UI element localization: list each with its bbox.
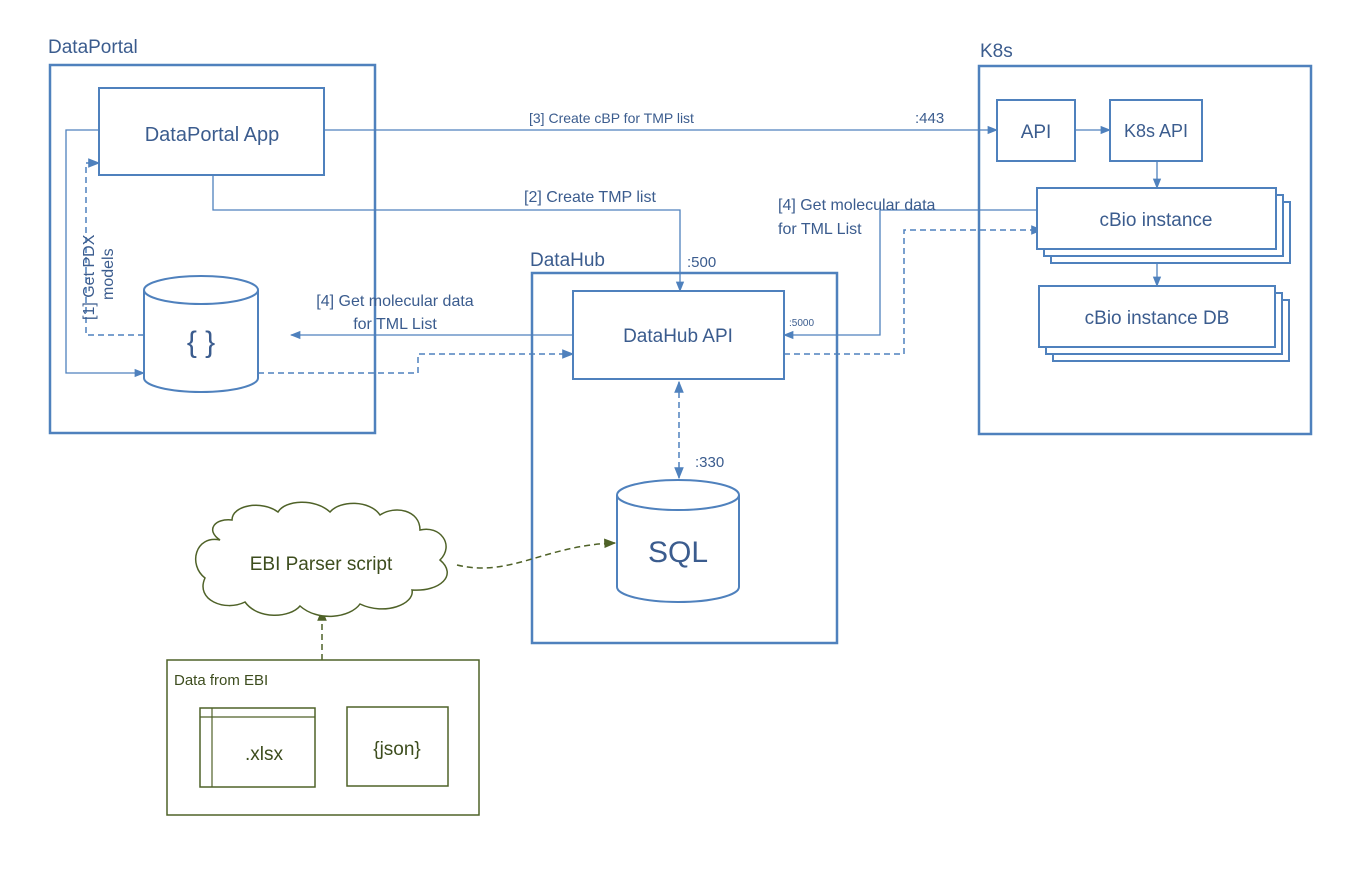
dataportal-group-label: DataPortal — [48, 37, 138, 58]
cbio-instance-db-label: cBio instance DB — [1085, 308, 1230, 329]
ebi-parser-cloud: EBI Parser script — [195, 501, 448, 618]
get-molecular-left-label-line1: [4] Get molecular data — [316, 293, 474, 310]
cbio-instance-stack: cBio instance — [1036, 187, 1291, 264]
get-pdx-label: [1] Get PDX models — [81, 234, 117, 320]
get-molecular-left-label-line2: for TML List — [353, 316, 437, 333]
get-molecular-right-response-connector — [784, 225, 1044, 355]
cbio-instance-label: cBio instance — [1099, 210, 1212, 231]
create-tmp-label: [2] Create TMP list — [524, 189, 656, 206]
k8s-api-box: K8s API — [1109, 99, 1203, 162]
json-file-icon: {json} — [346, 706, 449, 787]
get-pdx-request-connector — [65, 129, 146, 378]
port-5000-label: :5000 — [789, 318, 814, 329]
ebi-parser-label: EBI Parser script — [250, 554, 393, 575]
xlsx-label: .xlsx — [245, 744, 284, 765]
api-label: API — [1021, 122, 1052, 143]
k8s-group-label: K8s — [980, 41, 1013, 62]
xlsx-file-icon: .xlsx — [199, 707, 316, 788]
port-443-label: :443 — [915, 110, 944, 127]
get-molecular-right-request-connector — [782, 209, 1037, 340]
get-pdx-label-line1: [1] Get PDX — [81, 234, 98, 320]
sql-database-cylinder: SQL — [616, 479, 740, 603]
api-box: API — [996, 99, 1076, 162]
create-tmp-connector — [212, 175, 685, 293]
datahub-api-label: DataHub API — [623, 326, 733, 347]
port-500-label: :500 — [687, 254, 716, 271]
datahub-group-label: DataHub — [530, 250, 605, 271]
cbio-instance-db-stack: cBio instance DB — [1038, 285, 1290, 362]
datahub-api-box: DataHub API — [572, 290, 785, 380]
k8s-api-label: K8s API — [1124, 121, 1188, 141]
dataportal-app-label: DataPortal App — [145, 124, 280, 146]
get-molecular-right-label-line2: for TML List — [778, 221, 862, 238]
port-330-label: :330 — [695, 454, 724, 471]
get-molecular-right-label-line1: [4] Get molecular data — [778, 197, 936, 214]
dataportal-app-box: DataPortal App — [98, 87, 325, 176]
json-file-label: {json} — [373, 739, 421, 760]
get-pdx-response-connector — [85, 158, 144, 336]
json-store-cylinder: { } — [143, 275, 259, 393]
get-pdx-label-line2: models — [100, 248, 117, 300]
ebi-parser-to-sql-connector — [456, 538, 617, 569]
get-molecular-left-response-connector — [258, 349, 575, 374]
data-from-ebi-label: Data from EBI — [174, 672, 268, 689]
create-cbp-label: [3] Create cBP for TMP list — [529, 110, 694, 126]
sql-database-label: SQL — [648, 536, 708, 569]
json-store-label: { } — [187, 326, 215, 359]
